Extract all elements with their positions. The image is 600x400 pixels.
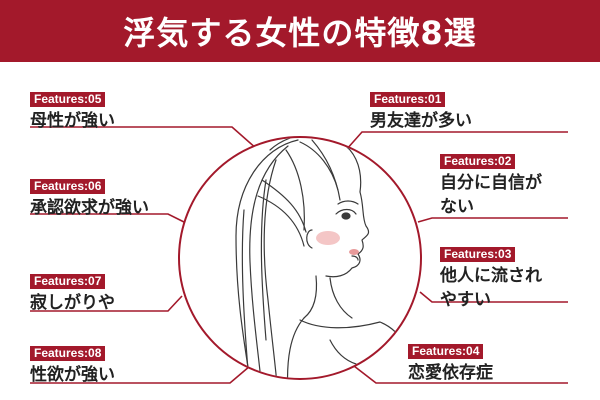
connector-line-07 <box>30 295 183 312</box>
feature-02-tag: Features:02 <box>440 154 516 169</box>
feature-05: Features:05 母性が強い <box>30 88 115 133</box>
feature-08-text: 性欲が強い <box>30 365 115 385</box>
connector-line-04 <box>353 365 568 384</box>
connector-line-05 <box>30 126 259 151</box>
feature-02: Features:02 自分に自信がない <box>440 150 542 219</box>
portrait-circle <box>178 136 422 380</box>
feature-06-tag: Features:06 <box>30 179 106 194</box>
feature-06-text: 承認欲求が強い <box>30 198 149 218</box>
feature-02-text: 自分に自信がない <box>440 171 542 219</box>
feature-03-line2: やすい <box>440 290 491 310</box>
feature-01: Features:01 男友達が多い <box>370 88 472 133</box>
connector-line-02 <box>417 217 568 223</box>
feature-04-tag: Features:04 <box>408 344 484 359</box>
feature-01-tag: Features:01 <box>370 92 446 107</box>
feature-02-line1: 自分に自信が <box>440 173 542 193</box>
feature-03: Features:03 他人に流されやすい <box>440 243 542 312</box>
feature-07: Features:07 寂しがりや <box>30 270 115 315</box>
feature-08-tag: Features:08 <box>30 346 106 361</box>
connector-line-06 <box>30 213 185 223</box>
connector-line-01 <box>345 131 568 151</box>
connector-line-08 <box>30 365 251 384</box>
feature-03-tag: Features:03 <box>440 247 516 262</box>
title-banner: 浮気する女性の特徴8選 <box>0 0 600 62</box>
feature-04: Features:04 恋愛依存症 <box>408 340 493 385</box>
feature-03-text: 他人に流されやすい <box>440 264 542 312</box>
connector-line-03 <box>419 291 568 303</box>
feature-01-text: 男友達が多い <box>370 111 472 131</box>
feature-07-text: 寂しがりや <box>30 293 115 313</box>
feature-08: Features:08 性欲が強い <box>30 342 115 387</box>
feature-05-text: 母性が強い <box>30 111 115 131</box>
feature-04-text: 恋愛依存症 <box>408 363 493 383</box>
feature-06: Features:06 承認欲求が強い <box>30 175 149 220</box>
page-title: 浮気する女性の特徴8選 <box>123 14 477 52</box>
feature-07-tag: Features:07 <box>30 274 106 289</box>
feature-02-line2: ない <box>440 197 474 217</box>
feature-03-line1: 他人に流され <box>440 266 542 286</box>
feature-05-tag: Features:05 <box>30 92 106 107</box>
